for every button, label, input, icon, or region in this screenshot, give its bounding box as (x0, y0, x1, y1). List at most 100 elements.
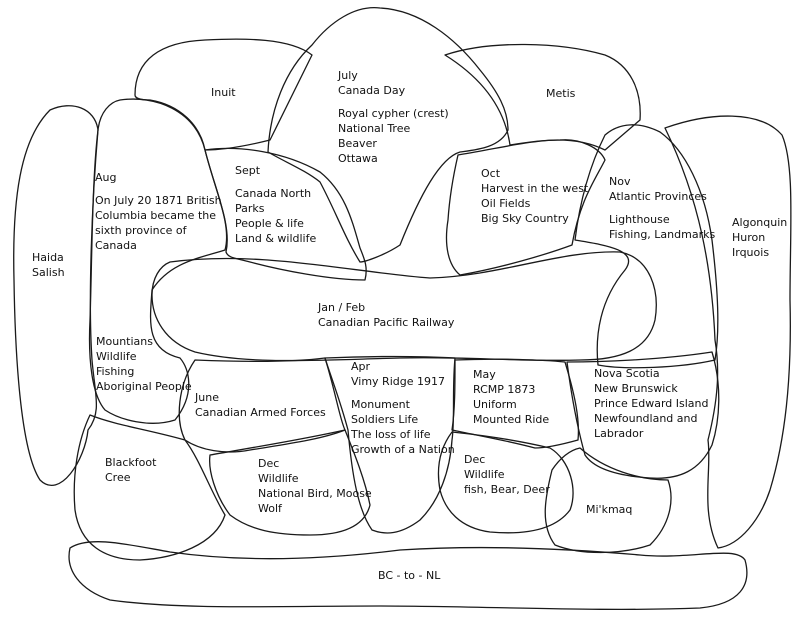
line-gap (235, 178, 316, 186)
label-line: Harvest in the west (481, 182, 589, 195)
blob-sept (204, 147, 367, 281)
label-line: Cree (105, 471, 131, 484)
label-line: Algonquin (732, 216, 788, 229)
label-line: BC - to - NL (378, 569, 441, 582)
label-line: Vimy Ridge 1917 (351, 375, 445, 388)
blob-june (178, 357, 346, 453)
label-line: Wildlife (464, 468, 505, 481)
label-line: Mi'kmaq (586, 503, 633, 516)
label-line: Newfoundland and (594, 412, 698, 425)
blob-apr (324, 355, 456, 534)
label-line: Uniform (473, 398, 517, 411)
blob-blackfoot (73, 414, 226, 561)
label-line: Fishing, Landmarks (609, 228, 716, 241)
label-line: Labrador (594, 427, 644, 440)
label-line: July (338, 69, 358, 82)
label-line: People & life (235, 217, 304, 230)
label-line: May (473, 368, 496, 381)
label-line: Oil Fields (481, 197, 531, 210)
label-bc-to-nl: BC - to - NL (378, 568, 440, 583)
label-line: Inuit (211, 86, 236, 99)
label-line: fish, Bear, Deer (464, 483, 550, 496)
label-line: Aboriginal People (96, 380, 192, 393)
label-line: Canadian Pacific Railway (318, 316, 455, 329)
label-line: Sept (235, 164, 261, 177)
label-inuit: Inuit (211, 85, 236, 100)
label-line: Wildlife (96, 350, 137, 363)
label-line: Columbia became the (95, 209, 216, 222)
label-line: Oct (481, 167, 501, 180)
label-line: Salish (32, 266, 65, 279)
label-line: Haida (32, 251, 64, 264)
label-line: On July 20 1871 British (95, 194, 222, 207)
blob-metis (444, 43, 641, 151)
label-line: Prince Edward Island (594, 397, 709, 410)
label-line: Metis (546, 87, 576, 100)
label-line: Canada Day (338, 84, 406, 97)
blob-algonquin (664, 115, 792, 549)
blob-dec-right (437, 431, 574, 534)
label-line: Jan / Feb (318, 301, 366, 314)
label-line: Mounted Ride (473, 413, 550, 426)
blob-may (451, 358, 580, 449)
label-line: Growth of a Nation (351, 443, 455, 456)
label-line: Land & wildlife (235, 232, 317, 245)
label-line: Dec (258, 457, 280, 470)
blob-haida (13, 105, 99, 487)
label-line: RCMP 1873 (473, 383, 536, 396)
label-line: The loss of life (351, 428, 431, 441)
blob-bc-to-nl (68, 541, 748, 611)
label-line: New Brunswick (594, 382, 678, 395)
label-line: Huron (732, 231, 766, 244)
label-line: Canada North (235, 187, 312, 200)
label-line: Ottawa (338, 152, 378, 165)
label-line: Lighthouse (609, 213, 670, 226)
label-line: Wolf (258, 502, 282, 515)
blob-novascotia (566, 351, 720, 479)
label-line: National Tree (338, 122, 411, 135)
blob-nov (574, 124, 719, 369)
line-gap (351, 389, 455, 397)
label-line: sixth province of (95, 224, 187, 237)
label-line: Apr (351, 360, 371, 373)
blob-oct (445, 139, 606, 276)
label-line: Parks (235, 202, 265, 215)
label-line: Irquois (732, 246, 770, 259)
line-gap (338, 98, 449, 106)
blob-mikmaq (544, 447, 672, 554)
label-line: Dec (464, 453, 486, 466)
label-metis: Metis (546, 86, 575, 101)
label-line: Canadian Armed Forces (195, 406, 326, 419)
label-line: Aug (95, 171, 117, 184)
label-line: Monument (351, 398, 410, 411)
line-gap (95, 185, 222, 193)
label-mikmaq: Mi'kmaq (586, 502, 632, 517)
line-gap (609, 204, 715, 212)
label-line: Big Sky Country (481, 212, 569, 225)
label-line: Canada (95, 239, 137, 252)
label-line: June (195, 391, 219, 404)
label-line: Fishing (96, 365, 135, 378)
blob-janfeb (151, 251, 657, 362)
label-line: Wildlife (258, 472, 299, 485)
label-line: Soldiers Life (351, 413, 419, 426)
label-line: Nov (609, 175, 631, 188)
blob-july (267, 7, 509, 263)
label-line: Mountians (96, 335, 153, 348)
